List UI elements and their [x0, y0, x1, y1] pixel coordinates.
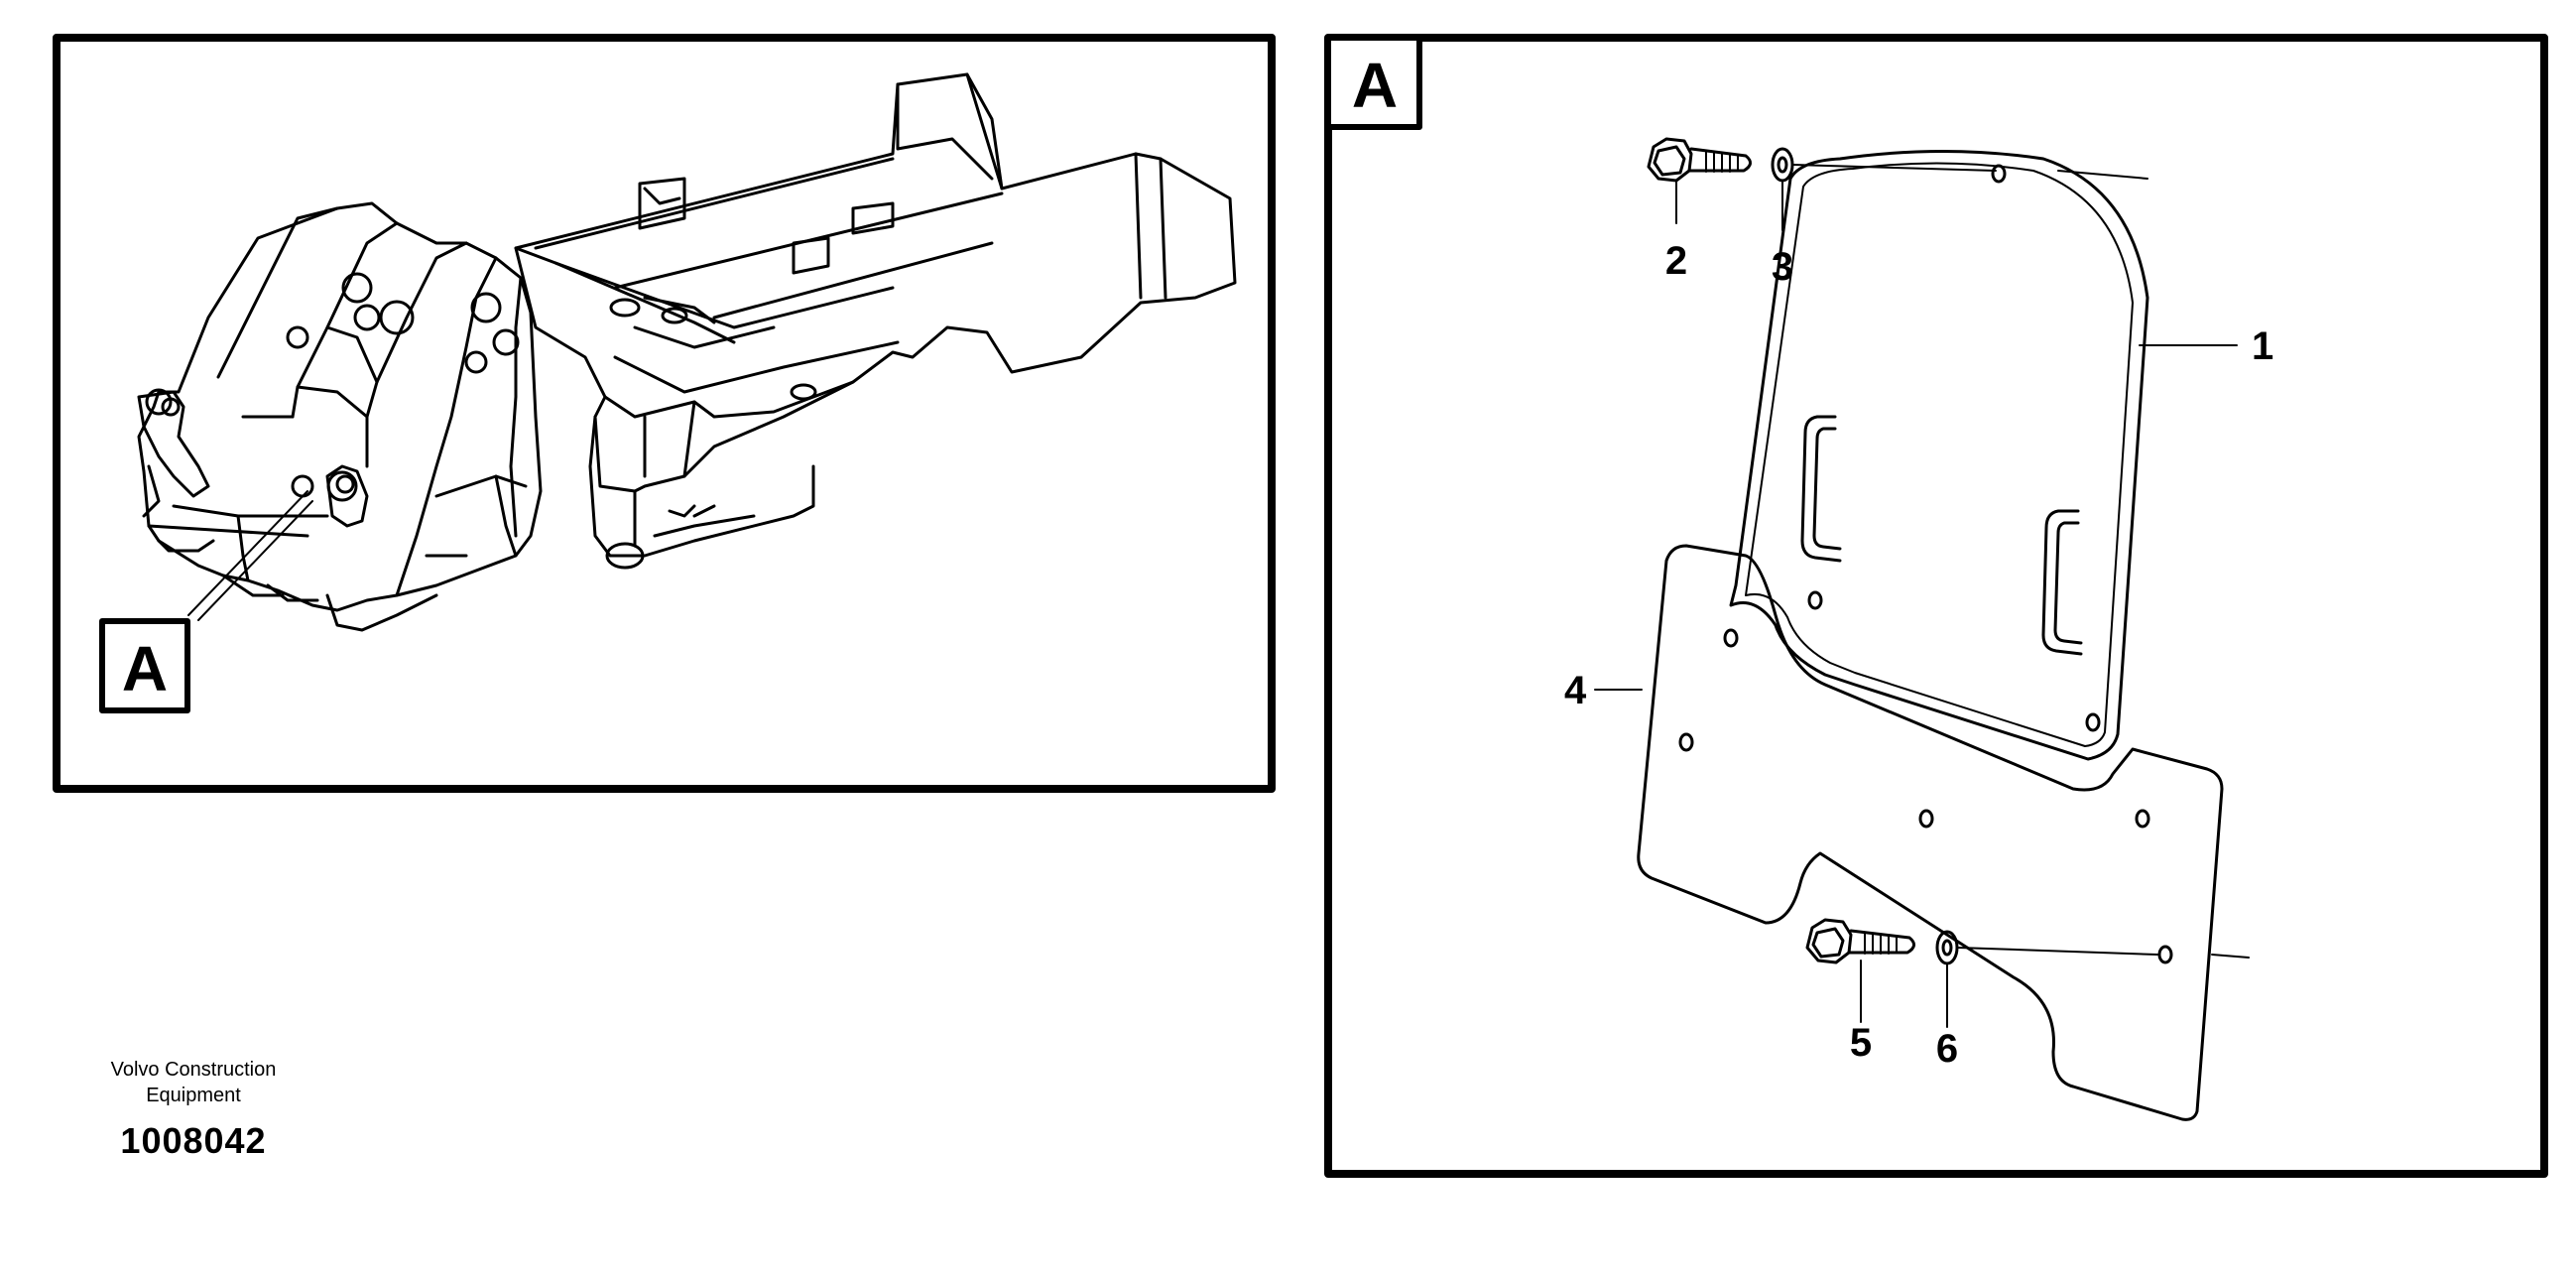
- overview-panel-frame: [53, 34, 1276, 793]
- footer-credit: Volvo Construction Equipment 1008042: [55, 1057, 332, 1162]
- lower-bolt-part-5: [1805, 918, 1915, 1023]
- drawing-number: 1008042: [120, 1120, 267, 1161]
- detail-panel-frame: [1324, 34, 2548, 1178]
- detail-tag-label: A: [1352, 50, 1398, 121]
- callout-1: 1: [2252, 324, 2273, 368]
- front-frame-illustration: [137, 72, 1237, 632]
- callout-2: 2: [1665, 239, 1687, 283]
- upper-bolt-part-2: [1647, 137, 1752, 224]
- lower-plate-part-4: [1594, 544, 2224, 1121]
- callout-5: 5: [1850, 1021, 1872, 1065]
- callout-4: 4: [1564, 669, 1587, 712]
- callout-3: 3: [1772, 245, 1793, 289]
- overview-tag-label: A: [122, 633, 168, 705]
- upper-washer-part-3: [1771, 147, 2148, 231]
- lower-washer-part-6: [1935, 930, 2250, 1028]
- callout-6: 6: [1936, 1027, 1958, 1071]
- cover-plate-part-1: [1729, 150, 2238, 761]
- detail-tag-box: [1325, 35, 1422, 130]
- overview-tag-box: [99, 618, 190, 713]
- manufacturer-line-2: Equipment: [146, 1085, 241, 1106]
- manufacturer-line-1: Volvo Construction: [110, 1059, 277, 1081]
